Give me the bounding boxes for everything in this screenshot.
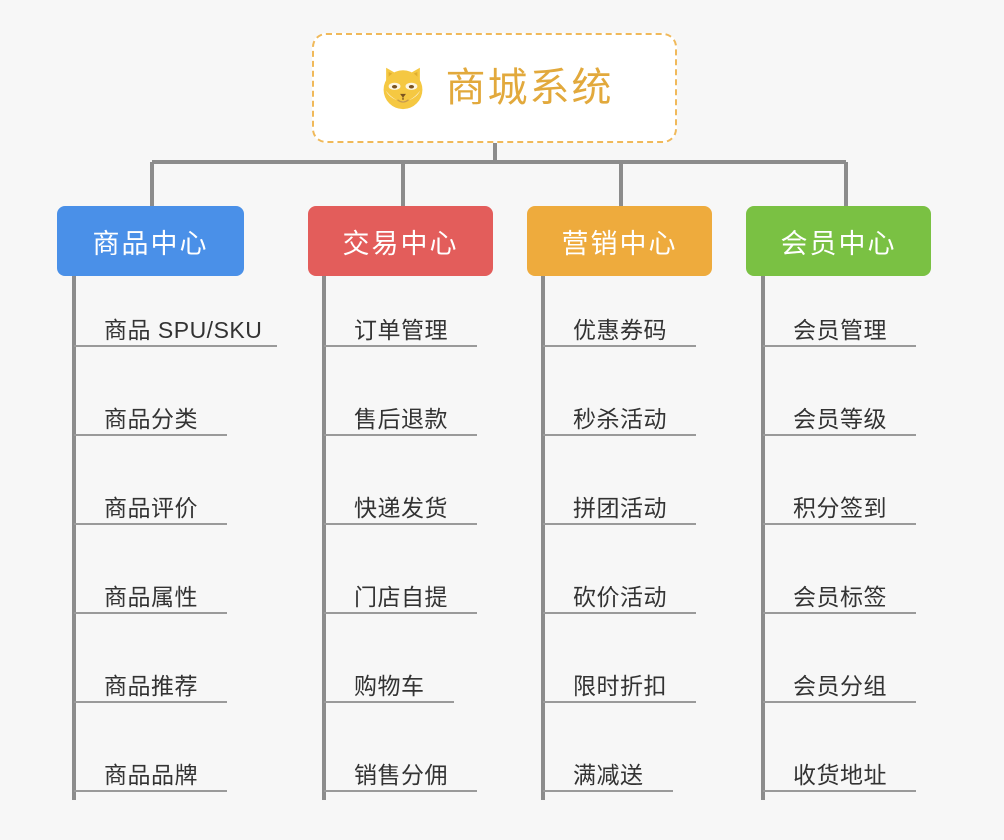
leaf-label: 拼团活动 [573, 494, 667, 521]
leaf-item[interactable]: 销售分佣 [324, 748, 477, 792]
leaf-label: 收货地址 [793, 761, 887, 788]
leaf-item[interactable]: 会员等级 [763, 392, 916, 436]
leaf-item[interactable]: 购物车 [324, 659, 454, 703]
leaf-item[interactable]: 门店自提 [324, 570, 477, 614]
leaf-label: 商品推荐 [104, 672, 198, 699]
leaf-item[interactable]: 会员分组 [763, 659, 916, 703]
leaf-label: 购物车 [354, 672, 425, 699]
category-box-2[interactable]: 交易中心 [308, 206, 493, 276]
leaf-label: 积分签到 [793, 494, 887, 521]
category-box-3[interactable]: 营销中心 [527, 206, 712, 276]
leaf-item[interactable]: 积分签到 [763, 481, 916, 525]
leaf-label: 会员标签 [793, 583, 887, 610]
leaf-item[interactable]: 商品评价 [74, 481, 227, 525]
leaf-item[interactable]: 收货地址 [763, 748, 916, 792]
category-label-1: 商品中心 [92, 228, 209, 259]
category-label-4: 会员中心 [780, 228, 897, 259]
leaf-item[interactable]: 秒杀活动 [543, 392, 696, 436]
leaf-label: 砍价活动 [573, 583, 667, 610]
leaf-item[interactable]: 会员管理 [763, 303, 916, 347]
leaf-label: 快递发货 [354, 494, 448, 521]
leaf-label: 售后退款 [354, 405, 448, 432]
leaf-item[interactable]: 商品品牌 [74, 748, 227, 792]
leaf-item[interactable]: 商品属性 [74, 570, 227, 614]
category-box-1[interactable]: 商品中心 [57, 206, 244, 276]
leaf-label: 销售分佣 [354, 761, 448, 788]
leaf-label: 商品属性 [104, 583, 198, 610]
leaf-item[interactable]: 优惠券码 [543, 303, 696, 347]
leaf-label: 秒杀活动 [573, 405, 667, 432]
leaf-item[interactable]: 限时折扣 [543, 659, 696, 703]
leaf-item[interactable]: 拼团活动 [543, 481, 696, 525]
root-title: 商城系统 [445, 66, 614, 110]
leaf-label: 会员管理 [793, 316, 887, 343]
leaf-label: 商品 SPU/SKU [104, 316, 263, 343]
leaf-label: 商品品牌 [104, 761, 198, 788]
leaf-label: 优惠券码 [573, 316, 667, 343]
category-label-2: 交易中心 [342, 228, 459, 259]
leaf-item[interactable]: 会员标签 [763, 570, 916, 614]
leaf-item[interactable]: 快递发货 [324, 481, 477, 525]
leaf-label: 会员分组 [793, 672, 887, 699]
leaf-label: 满减送 [573, 761, 644, 788]
leaf-label: 订单管理 [354, 316, 448, 343]
leaf-label: 限时折扣 [573, 672, 667, 699]
leaf-label: 商品评价 [104, 494, 198, 521]
leaf-label: 门店自提 [354, 583, 448, 610]
leaf-item[interactable]: 商品 SPU/SKU [74, 303, 277, 347]
category-box-4[interactable]: 会员中心 [746, 206, 931, 276]
category-label-3: 营销中心 [561, 228, 678, 259]
leaf-label: 会员等级 [793, 405, 887, 432]
leaf-item[interactable]: 商品分类 [74, 392, 227, 436]
root-node[interactable]: 商城系统 [312, 33, 677, 143]
leaf-label: 商品分类 [104, 405, 198, 432]
leaf-item[interactable]: 售后退款 [324, 392, 477, 436]
leaf-item[interactable]: 商品推荐 [74, 659, 227, 703]
leaf-item[interactable]: 砍价活动 [543, 570, 696, 614]
shiba-dog-icon [376, 61, 430, 115]
leaf-item[interactable]: 满减送 [543, 748, 673, 792]
leaf-item[interactable]: 订单管理 [324, 303, 477, 347]
